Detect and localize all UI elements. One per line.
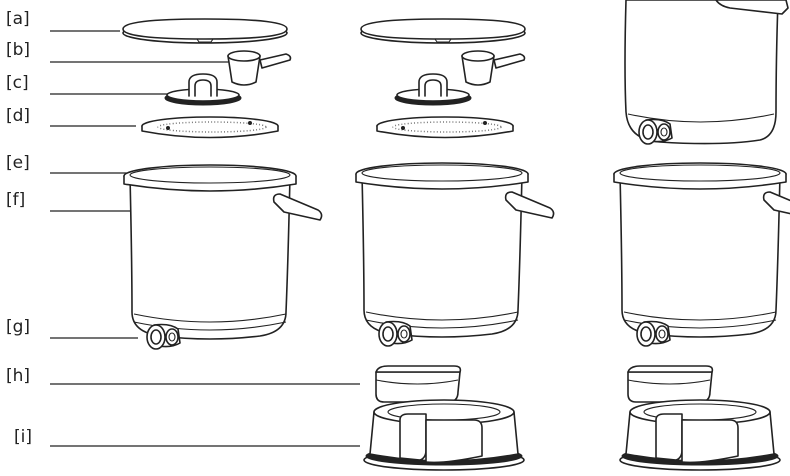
lid-icon-2 <box>361 19 525 43</box>
label-a: [a] <box>6 9 30 29</box>
label-i: [i] <box>14 427 32 447</box>
bucket-icon <box>124 165 322 339</box>
upper-tap-icon <box>639 120 672 145</box>
column-3-stacked <box>614 0 790 470</box>
bucket-icon-2 <box>356 163 554 337</box>
weight-disc-icon-2 <box>395 74 471 105</box>
upper-bucket-icon <box>625 0 788 144</box>
water-container-icon <box>376 366 460 402</box>
scoop-icon-2 <box>462 51 525 85</box>
filter-plate-icon-2 <box>377 117 513 138</box>
stand-icon-3 <box>620 400 780 470</box>
water-container-icon-3 <box>628 366 712 402</box>
label-f: [f] <box>6 190 25 210</box>
tap-icon <box>147 325 180 350</box>
scoop-icon <box>228 51 291 85</box>
filter-plate-icon <box>142 117 278 138</box>
label-e: [e] <box>6 153 30 173</box>
label-b: [b] <box>6 40 30 60</box>
stand-icon <box>364 400 524 470</box>
column-2-exploded <box>356 19 554 470</box>
lid-icon <box>123 19 287 43</box>
tap-icon-2 <box>379 322 412 347</box>
lower-tap-icon <box>637 322 670 347</box>
column-1-exploded <box>123 19 322 349</box>
label-g: [g] <box>6 317 30 337</box>
labels-group: [a] [b] [c] [d] [e] [f] [g] [h] [i] <box>6 9 32 447</box>
lower-bucket-icon <box>614 163 790 337</box>
label-h: [h] <box>6 366 30 386</box>
label-d: [d] <box>6 106 30 126</box>
weight-disc-icon <box>165 74 241 105</box>
label-c: [c] <box>6 73 29 93</box>
